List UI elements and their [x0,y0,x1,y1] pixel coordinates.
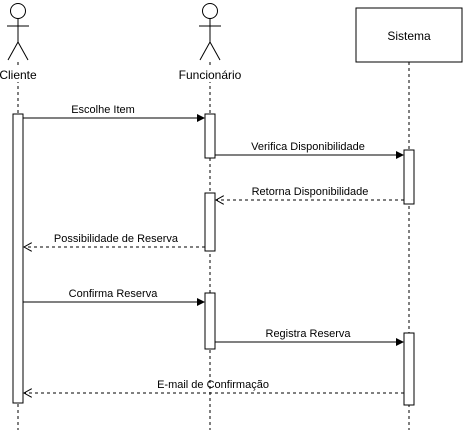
cliente-label: Cliente [0,68,37,82]
message-possibilidade-de-reserva: Possibilidade de Reserva [24,233,205,247]
cliente-actor-icon [7,3,29,61]
cliente-label-bg [1,66,37,82]
message-label: Retorna Disponibilidade [252,186,369,198]
sistema-label: Sistema [387,29,431,43]
cliente-activation-bar [12,113,24,404]
message-registra-reserva: Registra Reserva [215,328,404,346]
sistema-activation-bar-2 [403,332,415,406]
funcionario-label-bg [180,66,240,82]
message-verifica-disponibilidade: Verifica Disponibilidade [215,141,404,159]
funcionario-activation-bar-1 [204,113,216,159]
sistema-participant-box [355,7,463,63]
funcionario-activation-bar-2 [204,192,216,252]
funcionario-label: Funcionário [179,68,242,82]
message-confirma-reserva: Confirma Reserva [23,288,205,306]
message-label: E-mail de Confirmação [157,379,269,391]
message-label: Verifica Disponibilidade [251,141,365,153]
message-label: Registra Reserva [266,328,352,340]
funcionario-activation-bar-3 [204,292,216,350]
message-email-de-confirmacao: E-mail de Confirmação [24,379,404,393]
message-label: Possibilidade de Reserva [54,233,179,245]
message-label: Confirma Reserva [69,288,159,300]
sistema-activation-bar-1 [403,149,415,205]
message-retorna-disponibilidade: Retorna Disponibilidade [216,186,404,200]
message-label: Escolhe Item [71,104,135,116]
funcionario-actor-icon [199,3,221,61]
message-escolhe-item: Escolhe Item [23,104,205,122]
